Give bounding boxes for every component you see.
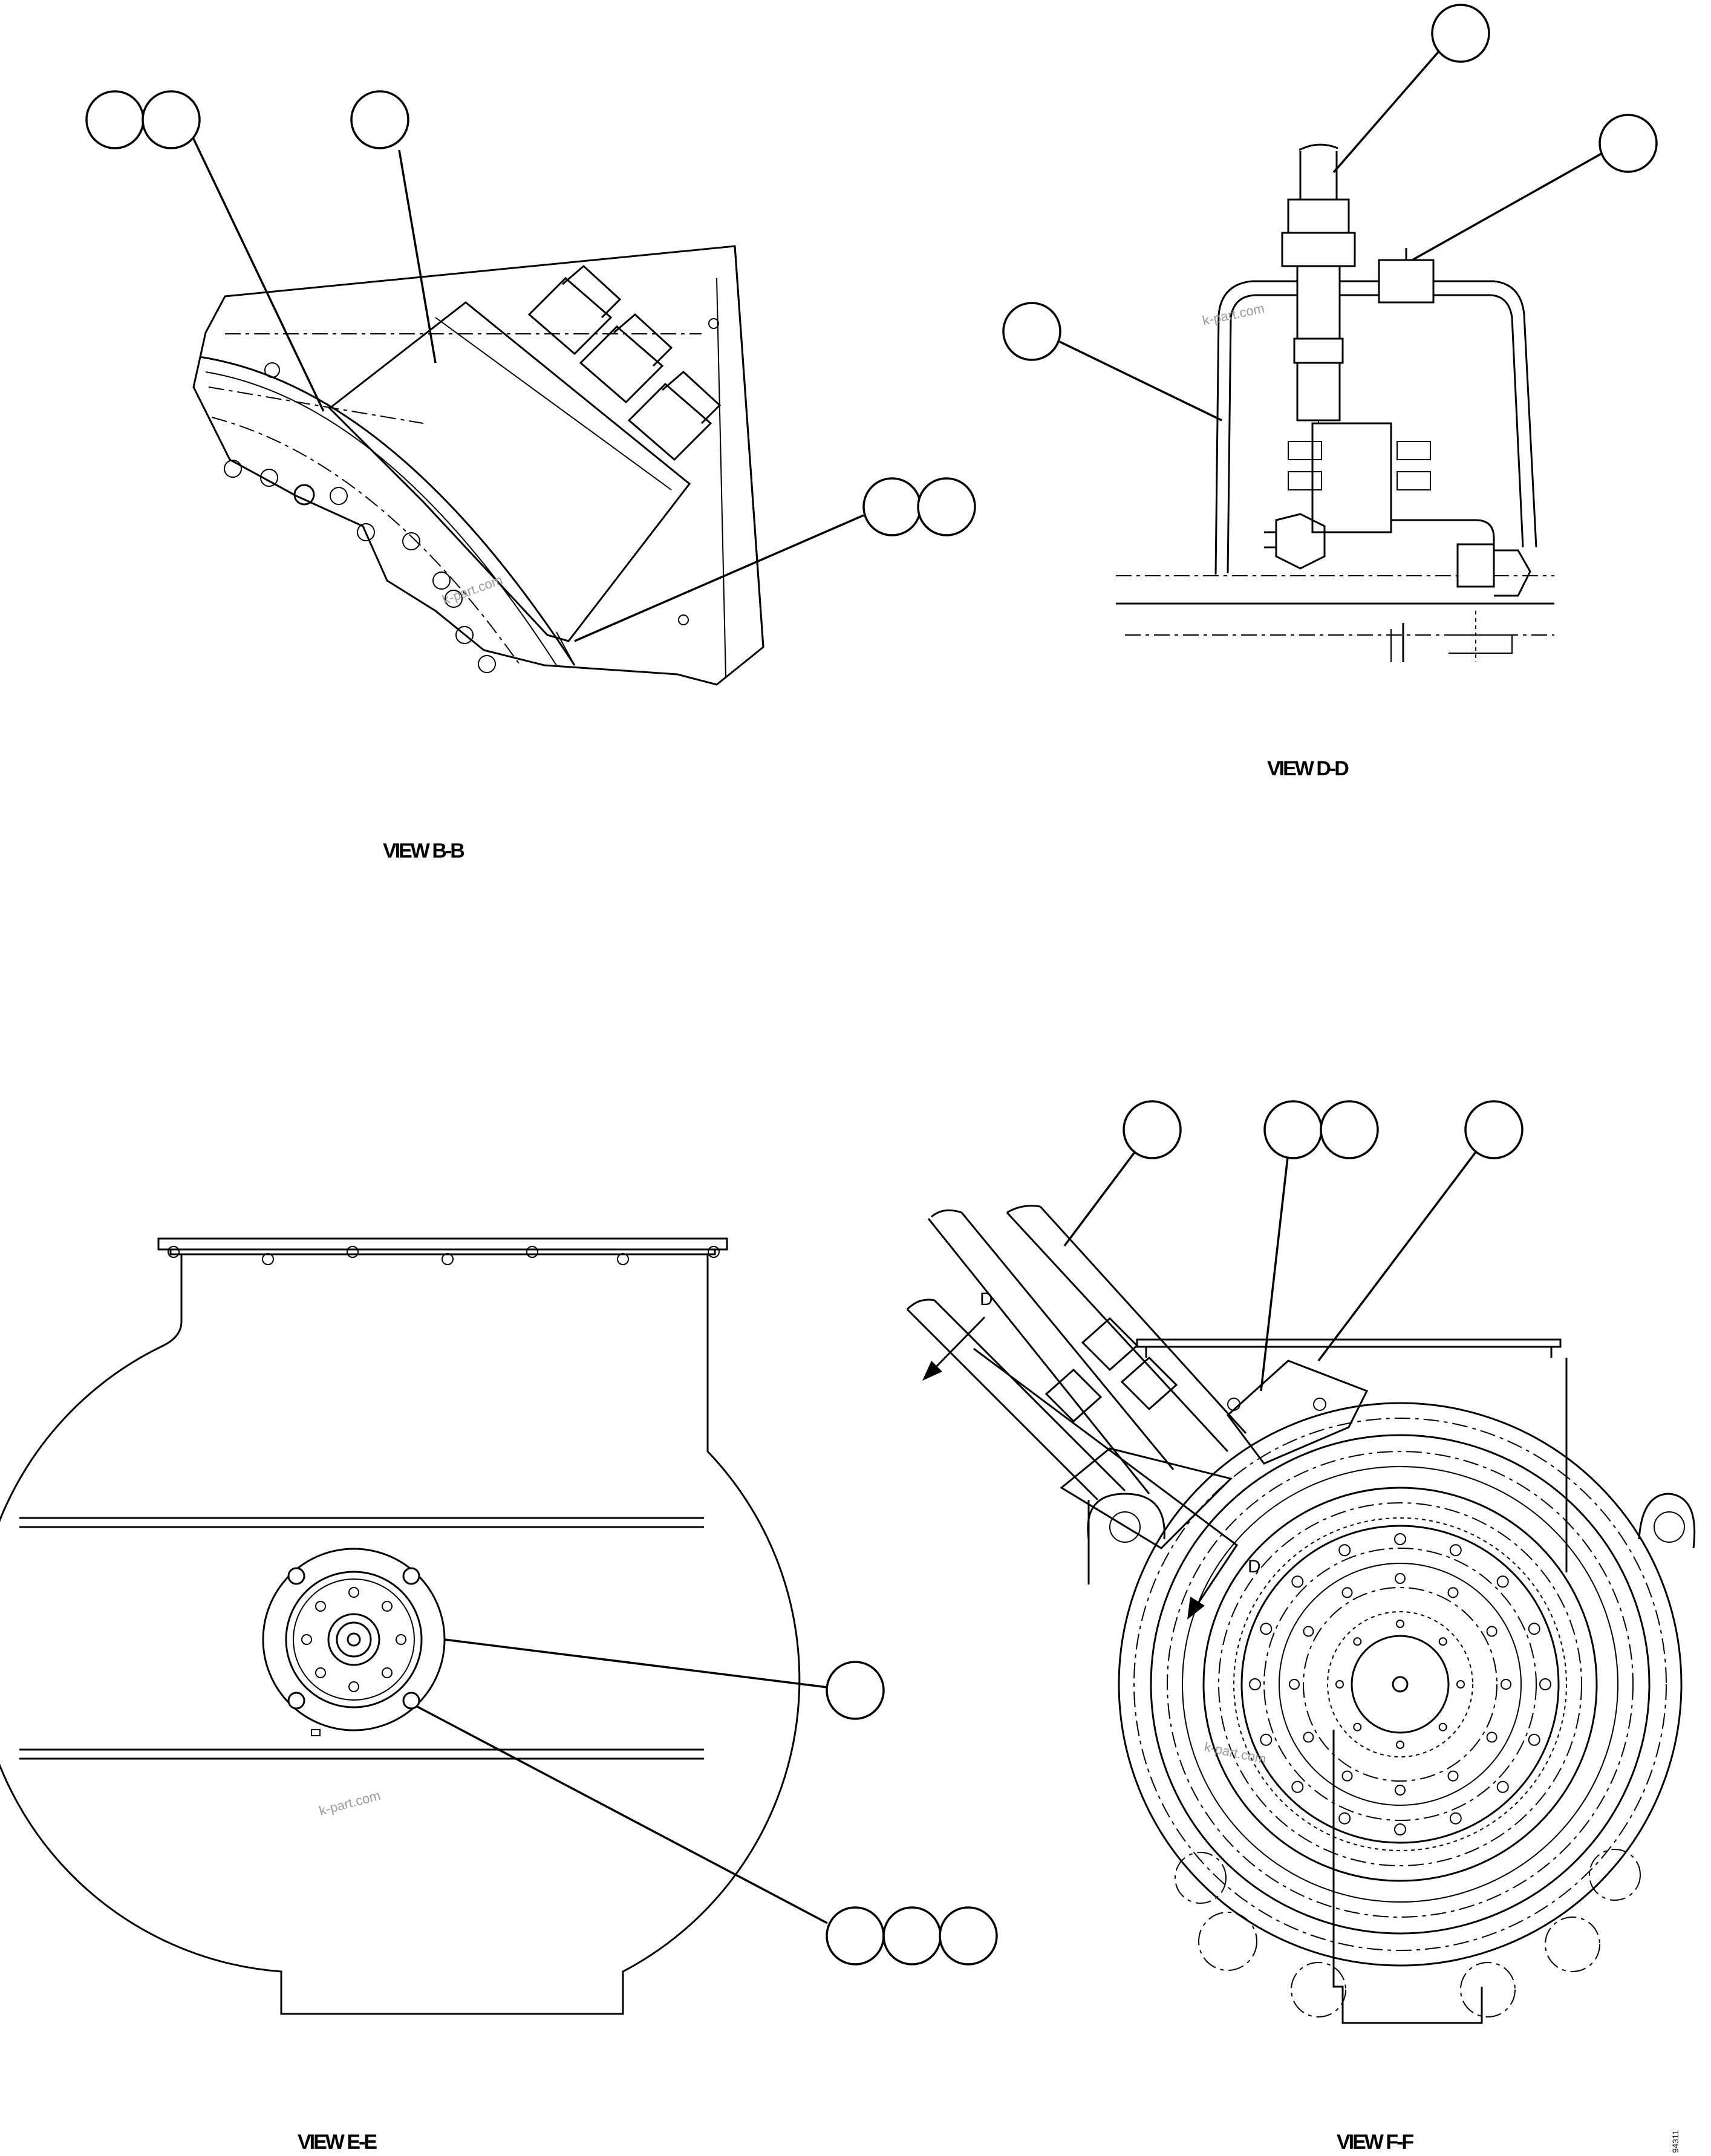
- cable-gland: [1120, 1356, 1178, 1411]
- view-b-b-drawing: [192, 245, 764, 686]
- leader-line: [398, 149, 437, 363]
- leader-line: [183, 119, 325, 412]
- view-e-e-caption: VIEW E-E: [298, 2131, 377, 2154]
- callout-balloon: [1263, 1100, 1323, 1159]
- view-f-f: D D k-part.com VIEW F-F 94311: [906, 1100, 1696, 2154]
- callout-balloon: [1002, 302, 1061, 361]
- bolt-hole: [1395, 1785, 1406, 1796]
- view-b-b: k-part.com VIEW B-B: [85, 90, 976, 862]
- bolt-hole: [1289, 1679, 1300, 1690]
- bolt-hole: [1539, 1678, 1551, 1690]
- callout-balloon: [882, 1906, 942, 1965]
- callout-balloon: [1464, 1100, 1524, 1159]
- bolt-hole: [1501, 1679, 1511, 1690]
- bolt-hole: [1260, 1623, 1273, 1635]
- view-e-e: k-part.com VIEW E-E: [0, 1237, 998, 2154]
- bolt-hole: [1303, 1626, 1314, 1637]
- leader-line: [1332, 41, 1448, 174]
- callout-balloon: [350, 90, 409, 149]
- callout-balloon: [826, 1661, 885, 1720]
- callout-balloon: [142, 90, 201, 149]
- bolt-hole: [1335, 1680, 1344, 1689]
- bolt-hole: [1260, 1733, 1273, 1746]
- bolt-hole: [1528, 1623, 1540, 1635]
- view-e-e-drawing: [0, 1237, 801, 2015]
- bolt-hole: [1449, 1812, 1462, 1825]
- drawing-code: 94311: [1670, 2130, 1680, 2153]
- bolt-hole: [1353, 1722, 1362, 1731]
- bolt-hole: [1496, 1780, 1509, 1793]
- leader-line: [444, 1638, 828, 1689]
- leader-line: [574, 514, 864, 642]
- watermark: k-part.com: [1203, 1739, 1268, 1767]
- callout-balloon: [939, 1906, 998, 1965]
- bolt-hole: [1291, 1780, 1304, 1793]
- bolt-hole: [1249, 1678, 1261, 1690]
- callout-balloon: [917, 477, 976, 536]
- bolt-hole: [1486, 1731, 1498, 1743]
- section-marker: D: [980, 1289, 993, 1309]
- bolt-hole: [1396, 1741, 1404, 1749]
- bolt-hole: [1394, 1823, 1406, 1835]
- bolt-hole: [1338, 1812, 1351, 1825]
- leader-line: [417, 1705, 828, 1924]
- bolt-hole: [1396, 1620, 1404, 1628]
- bolt-hole: [1291, 1575, 1304, 1588]
- section-marker: D: [1248, 1557, 1261, 1577]
- bolt-hole: [1447, 1587, 1459, 1598]
- bolt-hole: [1447, 1770, 1459, 1782]
- bolt-hole: [1438, 1637, 1447, 1646]
- bolt-hole: [1496, 1575, 1509, 1588]
- view-d-d-drawing: [1116, 143, 1554, 662]
- cable-gland: [627, 370, 722, 461]
- bolt-hole: [1353, 1637, 1362, 1646]
- leader-line: [1063, 1148, 1138, 1247]
- cable-gland: [1081, 1317, 1139, 1372]
- cable-gland: [579, 313, 673, 404]
- bolt-hole: [1341, 1587, 1353, 1598]
- watermark: k-part.com: [318, 1788, 382, 1819]
- callout-balloon: [1320, 1100, 1379, 1159]
- cable-gland: [527, 264, 622, 356]
- leader-line: [1317, 1151, 1477, 1362]
- callout-balloon: [826, 1906, 885, 1965]
- bolt-hole: [1438, 1722, 1447, 1731]
- view-d-d: k-part.com VIEW D-D: [1002, 4, 1658, 780]
- view-f-f-drawing: D D: [906, 1205, 1696, 2024]
- callout-balloon: [1123, 1100, 1182, 1159]
- view-d-d-caption: VIEW D-D: [1267, 757, 1349, 780]
- leader-line: [1059, 340, 1222, 422]
- bolt-hole: [1303, 1731, 1314, 1743]
- bolt-hole: [1338, 1544, 1351, 1557]
- bolt-hole: [1528, 1733, 1540, 1746]
- leader-line: [1412, 150, 1606, 261]
- cable-gland: [1045, 1368, 1103, 1423]
- callout-balloon: [862, 477, 922, 536]
- bolt-hole: [1341, 1770, 1353, 1782]
- view-f-f-caption: VIEW F-F: [1337, 2131, 1413, 2154]
- bolt-circle: [1249, 1533, 1551, 1835]
- leader-line: [1260, 1151, 1289, 1392]
- bolt-hole: [1394, 1533, 1406, 1545]
- bolt-hole: [1395, 1573, 1406, 1584]
- bolt-hole: [1456, 1680, 1465, 1689]
- callout-balloon: [1431, 4, 1490, 63]
- bolt-hole: [1486, 1626, 1498, 1637]
- view-b-b-caption: VIEW B-B: [383, 839, 464, 862]
- callout-balloon: [1599, 114, 1658, 173]
- watermark: k-part.com: [1201, 301, 1266, 328]
- callout-balloon: [85, 90, 145, 149]
- bolt-hole: [1449, 1544, 1462, 1557]
